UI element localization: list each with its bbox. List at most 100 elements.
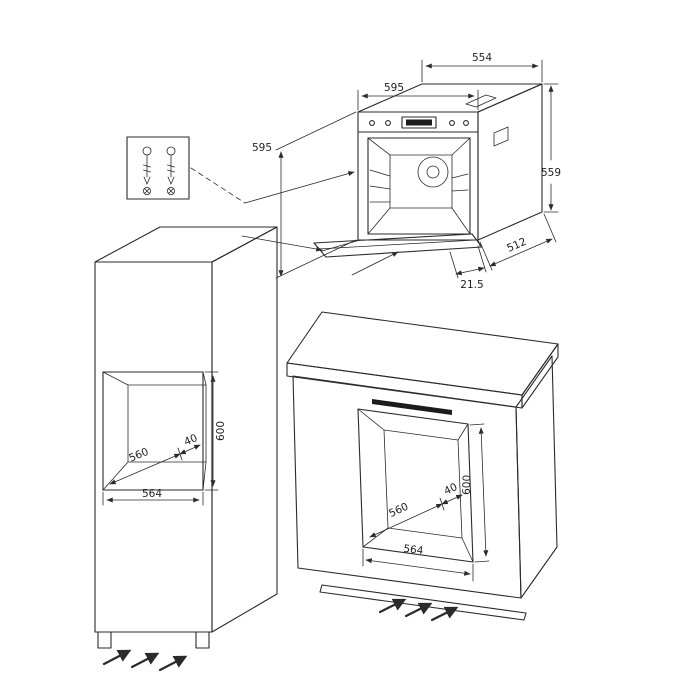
cavity-edge (367, 207, 391, 235)
dimension-line (441, 494, 463, 505)
screw-icon (166, 146, 176, 195)
base-cabinet-back-gap-label: 40 (442, 481, 459, 498)
leader-line-dashed (190, 167, 246, 204)
plinth-vent-strip (319, 584, 323, 593)
plinth-vent-strip (321, 584, 527, 614)
tall-cabinet-niche-opening (102, 371, 204, 491)
extension-line (474, 560, 490, 563)
base-cabinet-height-label: 600 (461, 475, 474, 495)
niche-edge (102, 461, 129, 491)
extension-line (543, 213, 557, 243)
dimension-line (369, 503, 443, 538)
rack-rail (451, 173, 469, 179)
tall-cabinet-foot (195, 631, 210, 649)
door-hinge-line (321, 239, 361, 252)
dimension-line (478, 427, 489, 557)
oven-dimensions (190, 59, 559, 279)
oven-top-width-label: 554 (472, 52, 492, 64)
oven-right-height-label: 559 (541, 167, 561, 179)
oven-right-face (477, 83, 543, 241)
extension-line (477, 245, 487, 273)
oven-door-open (325, 246, 483, 258)
niche-edge (202, 371, 207, 386)
countertop-top-face (286, 311, 559, 396)
plinth-vent-strip (523, 612, 527, 621)
airflow-arrow-icon (130, 652, 160, 669)
plinth-vent-strip (319, 591, 525, 621)
rack-rail (369, 169, 391, 177)
fan-icon (417, 156, 449, 188)
oven-isometric-view (313, 83, 543, 258)
cavity-edge (367, 137, 391, 156)
rack-rail (369, 185, 391, 190)
niche-edge (457, 423, 469, 441)
oven-left-height-label: 595 (252, 142, 272, 154)
tall-cabinet-airflow-arrows (102, 649, 188, 672)
dimension-line (489, 238, 553, 267)
base-cabinet-view (286, 311, 559, 621)
base-cabinet-front-face (292, 375, 522, 599)
screw-icon (142, 146, 152, 195)
oven-door-edge (471, 233, 483, 248)
control-knob-icon (369, 120, 375, 126)
leader-arrow (241, 235, 323, 252)
oven-door-gap-label: 21.5 (460, 279, 483, 291)
base-cabinet-width-label: 564 (403, 543, 425, 558)
screws-box-outline (126, 136, 190, 200)
cavity-edge (451, 207, 471, 235)
dimension-line (109, 453, 181, 485)
dimension-line (365, 558, 471, 576)
tall-cabinet-right-face (211, 226, 278, 633)
airflow-arrow-icon (102, 649, 132, 666)
control-knob-icon (449, 120, 455, 126)
niche-edge (357, 408, 385, 431)
extension-line (275, 111, 357, 151)
tall-cabinet-height-label: 600 (215, 421, 227, 441)
oven-depth-label: 512 (505, 236, 528, 255)
control-knob-icon (463, 120, 469, 126)
door-hinge-line (477, 239, 481, 247)
dimension-line (455, 266, 485, 276)
countertop-front-edge (286, 362, 523, 409)
tall-cabinet-back-gap-label: 40 (182, 432, 199, 448)
niche-edge (202, 461, 207, 491)
airflow-arrow-icon (430, 606, 459, 622)
base-cabinet-right-face (515, 355, 558, 599)
display-window (401, 116, 437, 129)
airflow-arrow-icon (404, 602, 433, 618)
oven-door-open (313, 233, 473, 244)
base-cabinet-depth-label: 560 (387, 501, 410, 520)
extension-line (439, 497, 445, 511)
dimension-line (179, 444, 201, 455)
tall-cabinet-foot (97, 631, 112, 649)
oven-door-open (317, 239, 477, 250)
leader-arrow (351, 251, 399, 276)
niche-edge (102, 371, 129, 386)
top-vent (465, 94, 497, 108)
tall-cabinet-dimensions (102, 371, 219, 506)
trim-rail-bar (372, 399, 452, 415)
side-bracket (493, 126, 509, 147)
countertop-right-edge (521, 343, 559, 409)
base-cabinet-airflow-arrows (378, 598, 459, 622)
airflow-arrow-icon (378, 598, 407, 614)
tall-cabinet-top-face (94, 226, 278, 263)
display-screen (406, 119, 432, 126)
fan-hub-icon (426, 165, 440, 179)
extension-line (275, 239, 357, 279)
extension-line (177, 447, 183, 461)
leader-arrow (244, 171, 355, 204)
extension-line (469, 423, 485, 426)
rack-rail (451, 189, 469, 192)
airflow-arrow-icon (158, 655, 188, 672)
oven-front-width-label: 595 (384, 82, 404, 94)
tall-cabinet-view (94, 226, 278, 649)
tall-cabinet-front-face (94, 261, 213, 633)
mounting-screws-box (126, 136, 190, 200)
cavity-edge (451, 137, 471, 156)
niche-edge (461, 537, 474, 563)
tall-cabinet-width-label: 564 (142, 488, 162, 500)
base-cabinet-dimensions (362, 423, 490, 582)
